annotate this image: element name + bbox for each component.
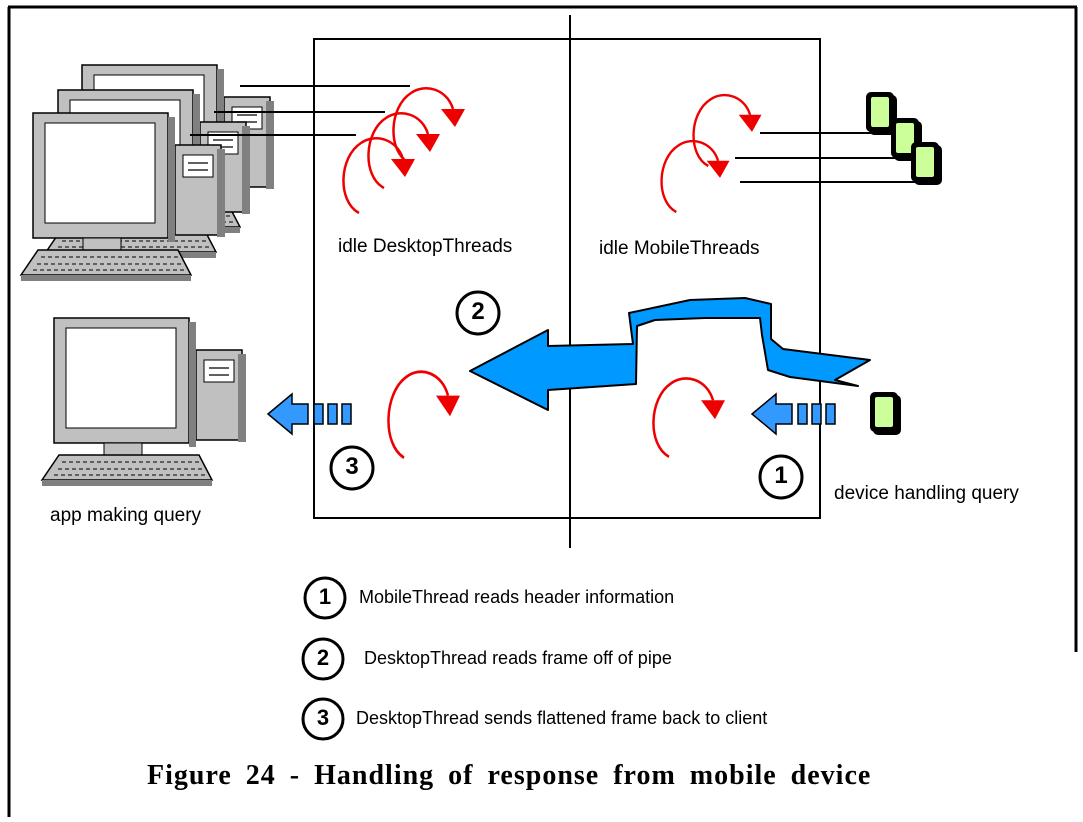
thread-icon: [652, 377, 727, 459]
legend-2-number: 2: [316, 645, 330, 670]
app-making-query-label: app making query: [50, 505, 202, 526]
pipe-arrow-icon: [469, 297, 871, 411]
desktop-computer-icon: [20, 64, 275, 282]
step-2-marker: [455, 290, 501, 336]
idle-desktop-threads-label: idle DesktopThreads: [338, 236, 513, 257]
step-3-number: 3: [345, 453, 359, 480]
legend-1-text: MobileThread reads header information: [359, 587, 675, 607]
mobile-device-icon: [866, 92, 942, 185]
legend-3-circle: [301, 697, 345, 741]
figure-caption: Figure 24 - Handling of response from mo…: [147, 760, 872, 791]
thread-icon: [660, 93, 763, 214]
mobile-device-icon: [870, 392, 901, 435]
step-1-number: 1: [774, 462, 788, 489]
step-2-number: 2: [471, 298, 485, 325]
legend-1-circle: [303, 576, 347, 620]
legend-3-number: 3: [316, 705, 330, 730]
device-handling-query-label: device handling query: [834, 483, 1019, 504]
desktop-connection-lines: [190, 85, 410, 136]
legend-2-text: DesktopThread reads frame off of pipe: [364, 648, 672, 668]
thread-icon: [387, 370, 462, 460]
mobile-connection-lines: [735, 132, 920, 183]
step-1-marker: [758, 454, 804, 500]
desktop-computer-icon: [41, 317, 247, 487]
step-3-marker: [329, 445, 375, 491]
process-box: [313, 38, 821, 519]
data-frame-arrow-icon: [267, 393, 352, 435]
legend-2-circle: [301, 637, 345, 681]
legend-1-number: 1: [318, 584, 332, 609]
data-frame-arrow-icon: [751, 393, 836, 435]
thread-icon: [342, 86, 467, 215]
legend-3-text: DesktopThread sends flattened frame back…: [356, 708, 768, 728]
idle-mobile-threads-label: idle MobileThreads: [599, 238, 760, 259]
